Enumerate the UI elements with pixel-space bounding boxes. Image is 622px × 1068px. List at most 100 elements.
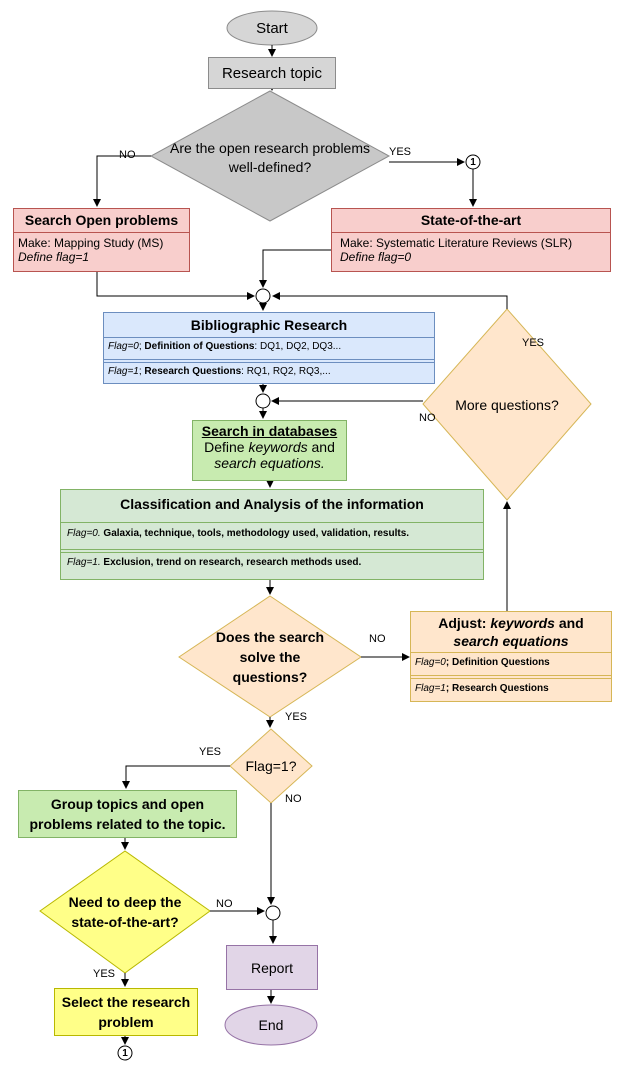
edge-label-no-flag: NO: [285, 793, 302, 805]
decision-more-questions: [422, 308, 592, 501]
research-topic-box: Research topic: [208, 57, 336, 89]
adjust-row1-text: ; Definition Questions: [445, 657, 550, 668]
state-of-the-art-title: State-of-the-art: [420, 212, 522, 228]
select-problem-line1: Select the research: [61, 994, 191, 1010]
junction-merge-bottom: [265, 905, 281, 921]
decision-search-line1: Does the search: [215, 629, 325, 645]
search-open-problems-line2: Define flag=1: [18, 250, 90, 264]
decision-search-line2: solve the: [239, 649, 301, 665]
start-label: Start: [256, 19, 288, 37]
adjust-row-flag1: Flag=1; Research Questions: [411, 679, 611, 698]
edge-label-yes-deep: YES: [93, 968, 116, 980]
classification-divider-2: [61, 549, 483, 553]
adjust-title-a: Adjust:: [438, 615, 491, 631]
bibliographic-row1-sep: ;: [138, 341, 142, 352]
classification-divider-1: [61, 522, 483, 523]
end-terminal: [224, 1004, 318, 1046]
bibliographic-row-flag0: Flag=0; Definition of Questions: DQ1, DQ…: [104, 338, 434, 357]
search-databases-line1-a: Define: [204, 439, 249, 455]
adjust-title-line2: search equations: [453, 633, 569, 649]
bibliographic-divider-1: [104, 337, 434, 338]
group-topics-line1: Group topics and open: [50, 796, 205, 812]
adjust-row2-text: ; Research Questions: [445, 683, 549, 694]
bibliographic-divider-2: [104, 359, 434, 363]
report-box: Report: [226, 945, 318, 990]
decision-search-line3: questions?: [232, 669, 308, 685]
need-deep-line2: state-of-the-art?: [71, 914, 179, 930]
bibliographic-row1-rest: : DQ1, DQ2, DQ3...: [254, 341, 342, 352]
state-of-the-art-box: State-of-the-art Make: Systematic Litera…: [331, 208, 611, 272]
end-label: End: [258, 1017, 284, 1033]
search-databases-box: Search in databases Define keywords and …: [192, 420, 347, 481]
search-open-problems-box: Search Open problems Make: Mapping Study…: [13, 208, 190, 272]
more-questions-label: More questions?: [455, 397, 559, 413]
decision-need-deep-label: Need to deep the state-of-the-art?: [55, 892, 195, 932]
state-of-the-art-line1: Make: Systematic Literature Reviews (SLR…: [340, 236, 573, 250]
research-topic-label: Research topic: [221, 64, 323, 82]
bibliographic-row-flag1: Flag=1; Research Questions: RQ1, RQ2, RQ…: [104, 363, 434, 380]
search-databases-line1: Define keywords and: [193, 439, 346, 455]
adjust-row-flag0: Flag=0; Definition Questions: [411, 653, 611, 675]
adjust-box: Adjust: keywords and search equations Fl…: [410, 611, 612, 702]
bibliographic-row2-sep: ;: [138, 366, 142, 377]
edge-label-no-deep: NO: [216, 898, 233, 910]
bibliographic-row2-rest: : RQ1, RQ2, RQ3,...: [241, 366, 331, 377]
search-databases-line1-c: and: [307, 439, 335, 455]
classification-title: Classification and Analysis of the infor…: [120, 496, 424, 512]
group-topics-box: Group topics and open problems related t…: [18, 790, 237, 838]
classification-row2-flag: Flag=1.: [67, 557, 101, 568]
search-open-problems-line1: Make: Mapping Study (MS): [18, 236, 164, 250]
adjust-divider-1: [411, 652, 611, 653]
junction-merge-middle: [255, 393, 271, 409]
edge-decision-no: [93, 155, 151, 207]
edge-label-yes-more: YES: [522, 337, 545, 349]
select-problem-box: Select the research problem: [54, 988, 198, 1036]
classification-row1-text: Galaxia, technique, tools, methodology u…: [100, 528, 410, 539]
search-databases-title: Search in databases: [201, 423, 338, 439]
decision-search-solves-label: Does the search solve the questions?: [196, 627, 344, 687]
adjust-row1-flag: Flag=0: [415, 657, 446, 668]
search-databases-keywords: keywords: [248, 439, 308, 455]
search-databases-line2: search equations.: [214, 455, 325, 471]
classification-row-flag0: Flag=0. Galaxia, technique, tools, metho…: [61, 523, 483, 547]
classification-box: Classification and Analysis of the infor…: [60, 489, 484, 580]
connector-bottom-label: 1: [122, 1047, 128, 1059]
classification-row-flag1: Flag=1. Exclusion, trend on research, re…: [61, 553, 483, 572]
edge-state-junction: [259, 249, 340, 288]
classification-row2-text: Exclusion, trend on research, research m…: [100, 557, 362, 568]
state-of-the-art-line2: Define flag=0: [340, 250, 412, 264]
decision-open-problems-label: Are the open research problems well-defi…: [170, 140, 370, 175]
report-label: Report: [250, 959, 294, 976]
junction-merge-top: [255, 288, 271, 304]
edge-open-junction: [96, 272, 255, 300]
decision-flag1-label: Flag=1?: [245, 758, 297, 774]
connector-top-label: 1: [470, 156, 476, 168]
group-topics-line2: problems related to the topic.: [29, 816, 226, 832]
bibliographic-row2-bold: Research Questions: [144, 366, 242, 377]
edge-flag-yes: [122, 765, 230, 789]
bibliographic-research-title: Bibliographic Research: [190, 317, 348, 333]
edge-label-yes-search: YES: [285, 711, 308, 723]
adjust-row2-flag: Flag=1: [415, 683, 446, 694]
edge-label-yes-flag: YES: [199, 746, 222, 758]
bibliographic-row1-bold: Definition of Questions: [144, 341, 255, 352]
adjust-title: Adjust: keywords and search equations: [411, 614, 611, 652]
bibliographic-row1-flag: Flag=0: [108, 341, 139, 352]
edge-more-yes: [272, 292, 508, 309]
search-open-problems-divider: [14, 232, 189, 233]
decision-open-problems: [149, 90, 391, 222]
bibliographic-research-box: Bibliographic Research Flag=0; Definitio…: [103, 312, 435, 384]
edge-label-no-open: NO: [119, 149, 136, 161]
bibliographic-row2-flag: Flag=1: [108, 366, 139, 377]
adjust-title-keywords: keywords: [490, 615, 555, 631]
edge-label-no-more: NO: [419, 412, 436, 424]
need-deep-line1: Need to deep the: [68, 894, 182, 910]
state-of-the-art-divider: [332, 232, 610, 233]
edge-label-no-search: NO: [369, 633, 386, 645]
select-problem-line2: problem: [98, 1014, 154, 1030]
search-open-problems-title: Search Open problems: [24, 212, 179, 228]
edge-label-yes-open: YES: [389, 146, 412, 158]
adjust-divider-2: [411, 675, 611, 679]
adjust-title-c: and: [554, 615, 584, 631]
